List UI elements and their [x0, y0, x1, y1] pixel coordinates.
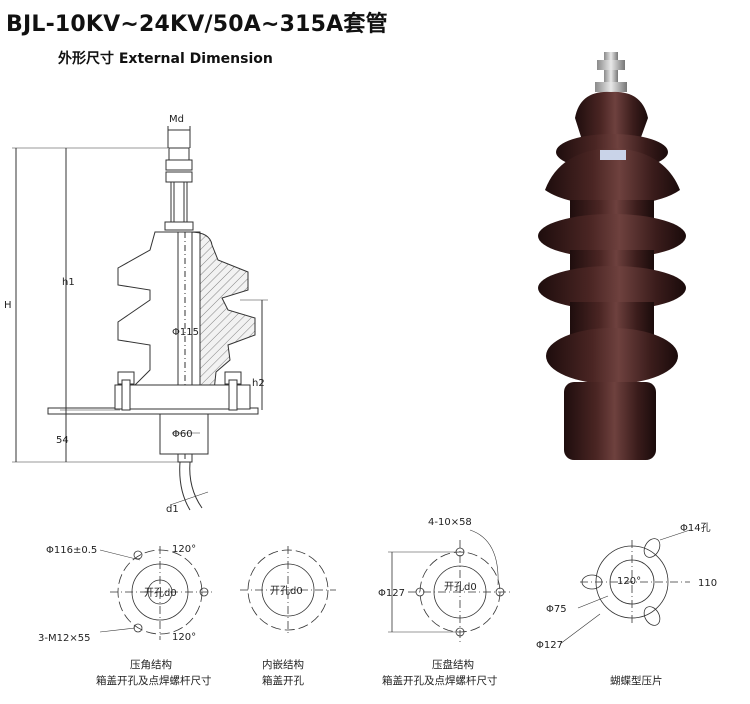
view1-angle-bottom: 120° — [172, 632, 196, 643]
dim-54: 54 — [56, 435, 69, 446]
bushing-section-drawing — [12, 126, 268, 511]
view4-caption: 蝴蝶型压片 — [610, 674, 663, 687]
view3-hole: 开孔d0 — [444, 581, 477, 593]
dim-h1: h1 — [62, 277, 75, 288]
view1-caption2: 箱盖开孔及点焊螺杆尺寸 — [96, 674, 212, 687]
detail-view-3 — [388, 529, 512, 644]
view4-dim110: 110 — [698, 578, 717, 589]
dim-d115: Φ115 — [172, 327, 199, 338]
view3-caption2: 箱盖开孔及点焊螺杆尺寸 — [382, 674, 498, 687]
page-subtitle: 外形尺寸 External Dimension — [58, 51, 273, 67]
view1-screws: 3-M12×55 — [38, 633, 90, 644]
dim-md: Md — [169, 114, 184, 125]
dim-d1: d1 — [166, 504, 179, 515]
view4-angle: 120° — [617, 576, 641, 587]
detail-view-1 — [99, 546, 212, 640]
detail-view-4 — [559, 529, 691, 645]
detail-view-2 — [240, 546, 336, 636]
view2-caption1: 内嵌结构 — [262, 658, 304, 671]
bushing-photo — [538, 52, 686, 460]
view3-caption1: 压盘结构 — [432, 658, 474, 671]
page-title: BJL-10KV~24KV/50A~315A套管 — [6, 12, 388, 37]
view3-holes: 4-10×58 — [428, 517, 472, 528]
view1-hole: 开孔d0 — [144, 587, 177, 599]
view2-hole: 开孔d0 — [270, 585, 303, 597]
dim-d60: Φ60 — [172, 429, 193, 440]
dim-h2: h2 — [252, 378, 265, 389]
dim-H: H — [4, 300, 12, 311]
view1-angle-top: 120° — [172, 544, 196, 555]
view1-dia: Φ116±0.5 — [46, 545, 97, 556]
view2-caption2: 箱盖开孔 — [262, 674, 304, 687]
view4-dia127: Φ127 — [536, 640, 563, 651]
view4-dia75: Φ75 — [546, 604, 567, 615]
view1-caption1: 压角结构 — [130, 658, 172, 671]
view3-dia: Φ127 — [378, 588, 405, 599]
view4-hole14: Φ14孔 — [680, 522, 711, 534]
